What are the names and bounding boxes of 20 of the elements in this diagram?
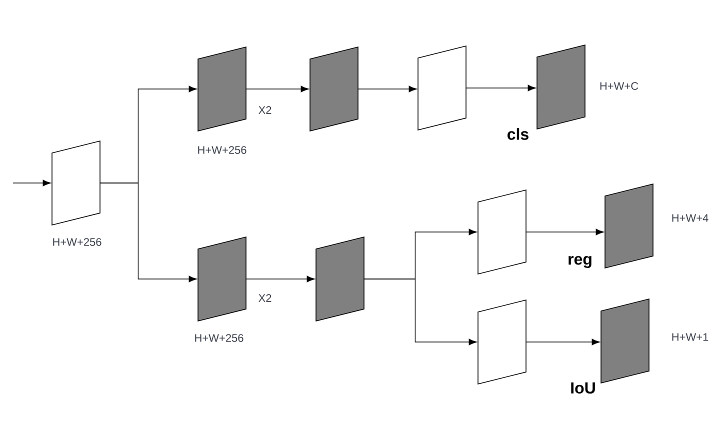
size-label: H+W+256 bbox=[53, 238, 102, 246]
arrow bbox=[12, 180, 51, 186]
branch-label: reg bbox=[568, 256, 592, 268]
arrow bbox=[100, 182, 197, 282]
size-label: H+W+256 bbox=[198, 146, 246, 154]
size-label: H+W+C bbox=[600, 82, 638, 90]
arrow bbox=[246, 276, 315, 282]
arrow bbox=[526, 338, 600, 346]
edge-label: X2 bbox=[257, 105, 273, 115]
size-label: H+W+1 bbox=[672, 333, 708, 341]
branch-label: IoU bbox=[571, 382, 595, 394]
size-label: H+W+256 bbox=[195, 334, 244, 342]
edge-label: X2 bbox=[257, 293, 273, 303]
arrow bbox=[526, 228, 604, 236]
branch-label: cls bbox=[508, 128, 528, 140]
arrow bbox=[358, 86, 417, 92]
arrow bbox=[364, 278, 477, 346]
arrow bbox=[466, 84, 536, 92]
arrow bbox=[246, 86, 309, 92]
size-label: H+W+4 bbox=[672, 214, 708, 222]
